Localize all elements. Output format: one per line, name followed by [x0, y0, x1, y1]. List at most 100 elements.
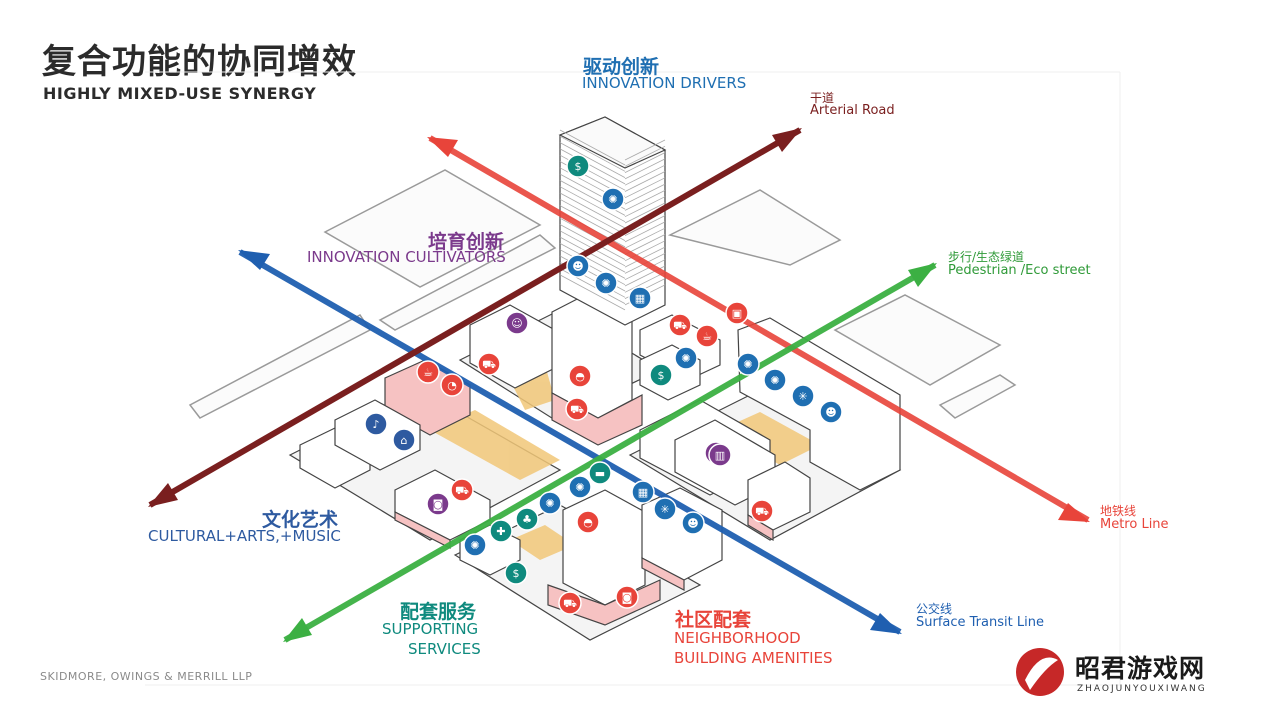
cart-icon: ⛟ — [477, 352, 501, 376]
brain-icon: ✺ — [601, 187, 625, 211]
person-icon: ☻ — [681, 511, 705, 535]
train-icon: ▣ — [725, 301, 749, 325]
building-icon: ▥ — [708, 443, 732, 467]
svg-text:✳: ✳ — [660, 503, 669, 516]
icon-layer: $✺☻✺▦☺⛟☕▣✺$✺✺✳☻♪⌂☕◔⛟◓⛟◙⛟⌂⛟✺✺▦✳☻▬♣✚$✺◓⛟◙▥ — [364, 154, 843, 615]
brain-icon: ✺ — [568, 475, 592, 499]
network-icon: ✳ — [653, 497, 677, 521]
supporting-services-en-1: SUPPORTING — [382, 620, 479, 638]
cart-icon: ⛟ — [558, 591, 582, 615]
svg-text:✺: ✺ — [470, 539, 479, 552]
svg-text:$: $ — [513, 567, 520, 580]
cart-icon: ⛟ — [750, 499, 774, 523]
food-icon: ◓ — [576, 510, 600, 534]
svg-text:✚: ✚ — [496, 525, 505, 538]
transit-arrows — [148, 127, 1090, 643]
buildings — [299, 116, 901, 626]
svg-text:⛟: ⛟ — [570, 403, 584, 416]
svg-text:⛟: ⛟ — [755, 505, 769, 518]
svg-text:☕: ☕ — [702, 330, 712, 343]
theater-icon: ♪ — [364, 412, 388, 436]
pedestrian-street-en: Pedestrian /Eco street — [948, 263, 1091, 278]
arterial-road-arrow — [148, 127, 802, 508]
svg-text:♪: ♪ — [372, 418, 379, 431]
brain-icon: ✺ — [594, 271, 618, 295]
watermark-logo-icon — [1016, 648, 1064, 696]
svg-text:✺: ✺ — [601, 277, 610, 290]
cultural-arts-en: CULTURAL+ARTS,+MUSIC — [148, 527, 341, 545]
svg-text:$: $ — [658, 369, 665, 382]
svg-text:⛟: ⛟ — [482, 358, 496, 371]
svg-text:▬: ▬ — [595, 467, 605, 480]
svg-text:⌂: ⌂ — [401, 434, 408, 447]
svg-text:✳: ✳ — [798, 390, 807, 403]
coffee-icon: ☕ — [416, 360, 440, 384]
watermark-subtext: ZHAOJUNYOUXIWANG — [1077, 684, 1207, 694]
innovation-cultivators-cn: 培育创新 — [428, 231, 505, 253]
svg-text:☻: ☻ — [687, 517, 698, 530]
dollar-icon: $ — [504, 561, 528, 585]
brain-icon: ✺ — [538, 491, 562, 515]
watermark-text: 昭君游戏网 — [1075, 654, 1206, 683]
svg-text:☻: ☻ — [572, 260, 583, 273]
pedestrian-street-cn: 步行/生态绿道 — [948, 250, 1025, 264]
svg-text:▦: ▦ — [635, 292, 645, 305]
person-icon: ☻ — [566, 254, 590, 278]
car-icon: ◙ — [426, 492, 450, 516]
supporting-services-cn: 配套服务 — [400, 601, 477, 623]
innovation-drivers-cn: 驱动创新 — [583, 56, 660, 78]
tree-icon: ♣ — [515, 507, 539, 531]
page-title: 复合功能的协同增效 — [42, 42, 357, 82]
cart-icon: ⛟ — [565, 397, 589, 421]
surface-transit-line-arrow — [238, 249, 902, 635]
svg-text:⛟: ⛟ — [673, 319, 687, 332]
neighborhood-amenities-en-1: NEIGHBORHOOD — [674, 629, 801, 647]
food-icon: ◓ — [568, 364, 592, 388]
transit-line-en: Surface Transit Line — [916, 615, 1044, 630]
svg-text:✺: ✺ — [575, 481, 584, 494]
metro-line-cn: 地铁线 — [1100, 504, 1137, 518]
supporting-services-en-2: SERVICES — [408, 640, 481, 658]
neighborhood-amenities-en-2: BUILDING AMENITIES — [674, 649, 833, 667]
svg-text:⛟: ⛟ — [563, 597, 577, 610]
pizza-icon: ◔ — [440, 373, 464, 397]
svg-text:✺: ✺ — [770, 374, 779, 387]
coffee-icon: ☕ — [695, 324, 719, 348]
transit-line-cn: 公交线 — [916, 602, 953, 616]
svg-text:☻: ☻ — [825, 406, 836, 419]
floor-lines — [559, 129, 666, 311]
metro-line-en: Metro Line — [1100, 517, 1169, 532]
brain-icon: ✺ — [736, 352, 760, 376]
svg-text:◔: ◔ — [447, 379, 457, 392]
innovation-drivers-en: INNOVATION DRIVERS — [582, 74, 747, 92]
metro-line-arrow — [428, 135, 1090, 523]
dollar-icon: $ — [649, 363, 673, 387]
svg-text:◙: ◙ — [433, 498, 444, 511]
svg-text:✺: ✺ — [608, 193, 617, 206]
brain-icon: ✺ — [463, 533, 487, 557]
person-icon: ☻ — [819, 400, 843, 424]
presentation-icon: ▦ — [628, 286, 652, 310]
page-subtitle: HIGHLY MIXED-USE SYNERGY — [43, 84, 317, 103]
svg-text:✺: ✺ — [681, 352, 690, 365]
brain-icon: ✺ — [674, 346, 698, 370]
neighborhood-amenities-cn: 社区配套 — [675, 609, 752, 631]
svg-text:◙: ◙ — [622, 591, 633, 604]
svg-text:♣: ♣ — [522, 513, 532, 526]
museum-icon: ⌂ — [392, 428, 416, 452]
svg-text:✺: ✺ — [545, 497, 554, 510]
cart-icon: ⛟ — [450, 478, 474, 502]
cart-icon: ⛟ — [668, 313, 692, 337]
svg-text:▦: ▦ — [638, 486, 648, 499]
cross-icon: ✚ — [489, 519, 513, 543]
dollar-icon: $ — [566, 154, 590, 178]
cultural-arts-cn: 文化艺术 — [262, 509, 339, 531]
svg-text:⛟: ⛟ — [455, 484, 469, 497]
svg-text:✺: ✺ — [743, 358, 752, 371]
arterial-road-en: Arterial Road — [810, 103, 895, 118]
car-icon: ◙ — [615, 585, 639, 609]
arterial-road-cn: 干道 — [810, 91, 835, 105]
svg-text:▣: ▣ — [732, 307, 742, 320]
presentation-icon: ▦ — [631, 480, 655, 504]
